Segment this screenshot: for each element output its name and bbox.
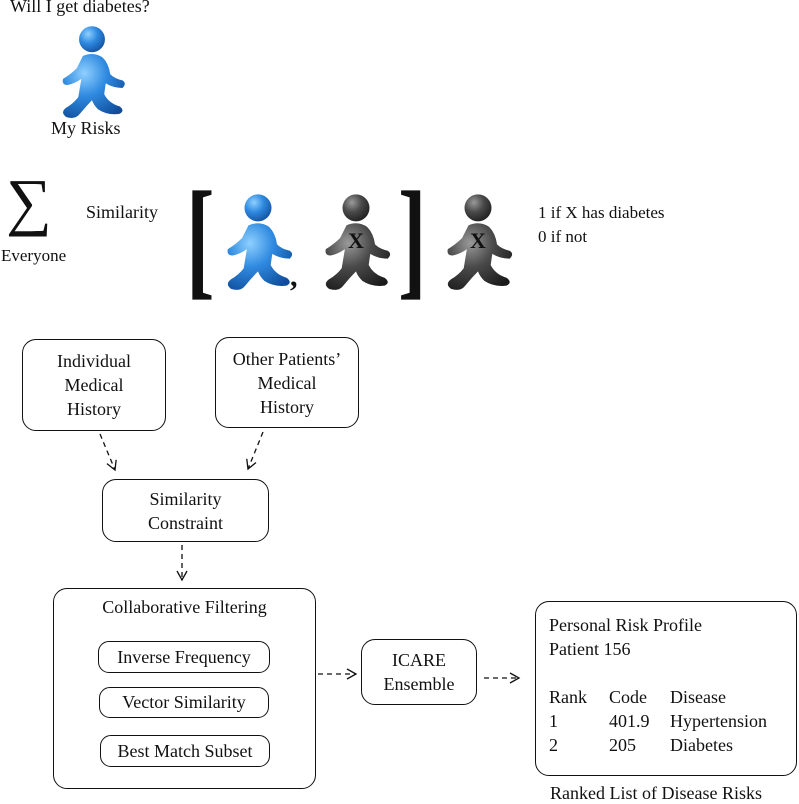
x-mark: X <box>348 228 364 253</box>
profile-header-code: Code <box>609 687 647 707</box>
risk-profile-box <box>535 601 797 776</box>
box-line: Ensemble <box>383 674 455 694</box>
box-line: Constraint <box>148 512 223 533</box>
arrow-others-to-constraint <box>246 431 264 471</box>
similarity-constraint-box: Similarity Constraint <box>102 479 269 542</box>
indicator-line-1: 1 if X has diabetes <box>538 203 665 222</box>
box-line: Medical <box>64 375 124 395</box>
comma: , <box>290 260 298 293</box>
my-risks-label: My Risks <box>51 118 121 138</box>
sigma-icon: ∑ <box>6 166 52 237</box>
x-mark: X <box>470 228 486 253</box>
individual-history-box: Individual Medical History <box>22 339 166 431</box>
close-bracket: ] <box>398 164 427 311</box>
other-patients-history-box: Other Patients’ Medical History <box>215 337 359 428</box>
open-bracket: [ <box>186 164 215 311</box>
box-line: Other Patients’ <box>232 348 342 369</box>
profile-row-disease: Diabetes <box>670 735 733 755</box>
similarity-label: Similarity <box>86 202 158 222</box>
profile-row-disease: Hypertension <box>670 711 767 731</box>
question-text: Will I get diabetes? <box>10 0 150 16</box>
box-line: Medical <box>257 372 317 393</box>
profile-row-code: 401.9 <box>609 711 650 731</box>
profile-row-rank: 1 <box>549 711 558 731</box>
arrow-individual-to-constraint <box>99 433 117 472</box>
indicator-line-2: 0 if not <box>538 227 588 246</box>
method-vector-similarity: Vector Similarity <box>99 687 269 718</box>
profile-row-rank: 2 <box>549 735 558 755</box>
method-inverse-frequency: Inverse Frequency <box>98 641 270 673</box>
icare-ensemble-box: ICARE Ensemble <box>361 639 477 705</box>
profile-row-code: 205 <box>609 735 636 755</box>
profile-header-disease: Disease <box>670 687 726 707</box>
profile-caption: Ranked List of Disease Risks <box>550 783 762 803</box>
box-line: ICARE <box>392 650 446 670</box>
profile-header-rank: Rank <box>549 687 587 707</box>
profile-title: Personal Risk Profile <box>549 615 702 635</box>
box-line: History <box>67 399 121 419</box>
collaborative-filtering-title: Collaborative Filtering <box>102 597 267 617</box>
box-line: Similarity <box>149 488 222 509</box>
box-line: History <box>260 396 314 417</box>
method-best-match-subset: Best Match Subset <box>100 735 270 767</box>
box-line: Individual <box>57 351 131 371</box>
profile-patient: Patient 156 <box>549 639 631 659</box>
everyone-label: Everyone <box>1 246 67 265</box>
